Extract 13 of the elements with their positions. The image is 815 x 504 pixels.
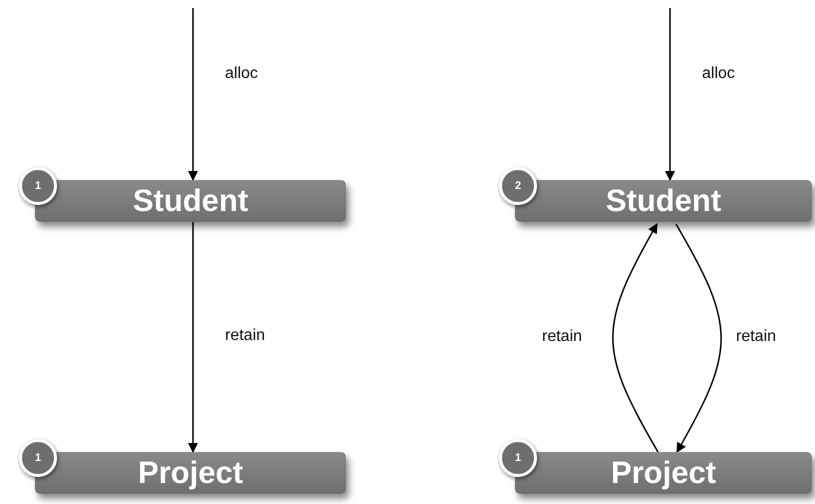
node-title: Student [606,183,722,219]
node-title: Student [132,183,248,219]
count-badge: 1 [19,167,57,205]
arrow [675,224,722,453]
node-title: Project [610,455,716,491]
count-badge: 2 [499,167,537,205]
arrow [188,8,198,181]
count-badge: 1 [499,439,537,477]
arrow [188,222,198,453]
node-title: Project [138,455,244,491]
arrow [612,223,659,452]
arrow [665,8,675,181]
count-badge: 1 [19,439,57,477]
